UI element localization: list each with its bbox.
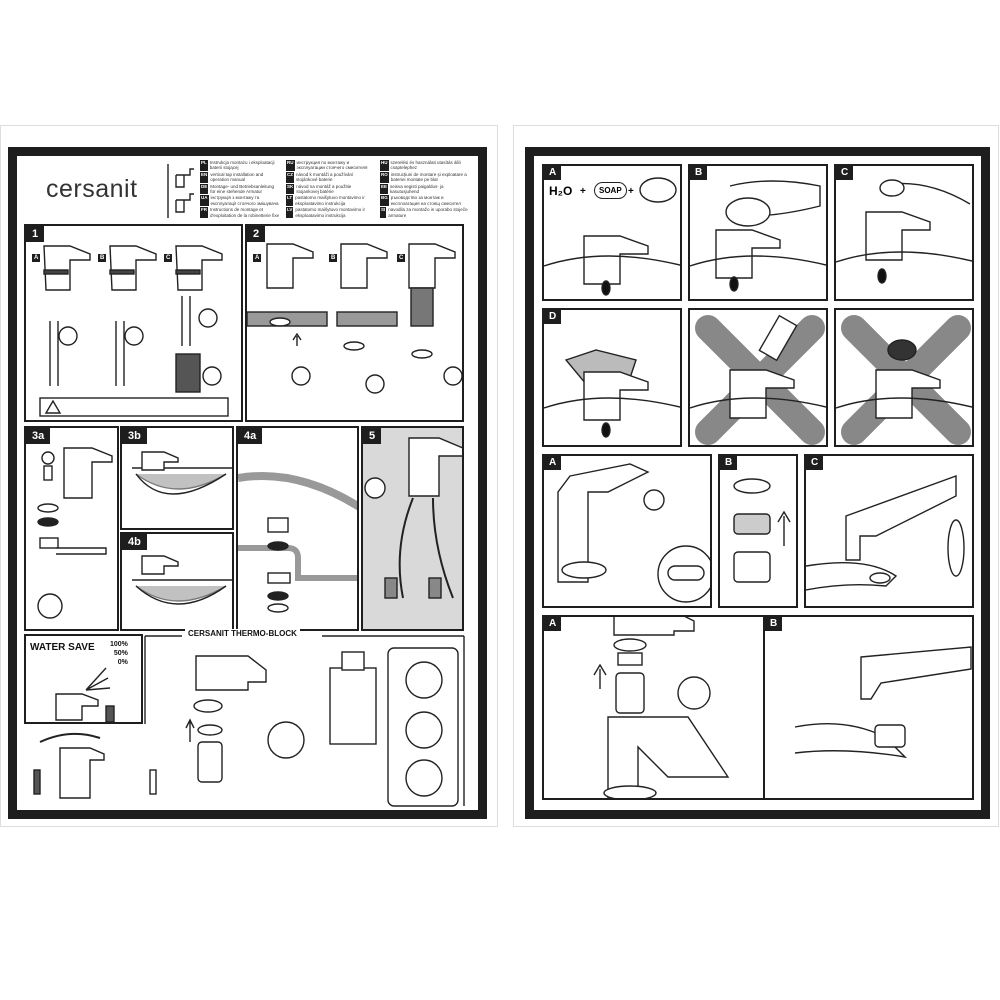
aerator-step-b-illustration [733, 478, 791, 583]
cleaning-step-d-panel: D [542, 308, 682, 447]
step-label: 3b [122, 428, 147, 444]
cleaning-step-d-illustration [544, 349, 680, 438]
step-2-illustration [247, 243, 462, 394]
water-save-illustration [55, 667, 115, 722]
h2o-label: H₂O [549, 184, 573, 198]
cleaning-step-a-illustration [544, 177, 680, 296]
step-5-panel: 5 [361, 426, 464, 631]
aerator-step-a-illustration [557, 463, 710, 603]
step-label: A [544, 166, 562, 180]
sub-label: A [32, 254, 41, 262]
cleaning-step-c-panel: C [834, 164, 974, 301]
step-3b-panel: 3b [120, 426, 234, 530]
step-2-panel: 2 A B C [245, 224, 464, 422]
water-save-panel: WATER SAVE 100% 50% 0% [24, 634, 143, 724]
water-save-label: WATER SAVE [30, 642, 95, 653]
sub-label: C [397, 254, 406, 262]
step-label: B [765, 617, 783, 631]
no-abrasive-cleaner-panel [688, 308, 828, 447]
brand-logo: cersanit [46, 175, 138, 203]
water-save-levels: 100% 50% 0% [110, 640, 128, 667]
step-label: 5 [363, 428, 382, 444]
cleaning-step-b-panel: B [688, 164, 828, 301]
no-abrasive-cleaner-illustration [690, 314, 826, 445]
plus-sign: + [628, 186, 634, 197]
step-label: A [544, 617, 562, 631]
no-scrub-brush-panel [834, 308, 974, 447]
cartridge-step-a-panel: A [542, 615, 781, 800]
step-label: C [806, 456, 824, 470]
level-100: 100% [110, 641, 128, 648]
no-scrub-brush-illustration [836, 315, 972, 445]
step-label: B [690, 166, 708, 180]
step-label: C [836, 166, 854, 180]
step-3b-illustration [132, 451, 232, 495]
sub-label: A [253, 254, 262, 262]
step-5-illustration [364, 437, 462, 599]
step-3a-illustration [37, 447, 113, 619]
aerator-step-a-panel: A [542, 454, 712, 608]
step-4a-panel: 4a [236, 426, 359, 631]
step-label: A [544, 456, 562, 470]
step-4b-panel: 4b [120, 532, 234, 631]
step-label: 4a [238, 428, 263, 444]
sub-label: B [98, 254, 107, 262]
step-4a-illustration [238, 472, 357, 613]
sub-label: C [164, 254, 173, 262]
thermo-block-title: CERSANIT THERMO-BLOCK [185, 629, 300, 638]
step-label: 3a [26, 428, 51, 444]
soap-label: SOAP [594, 182, 627, 199]
cartridge-step-b-panel: B [763, 615, 974, 800]
step-label: D [544, 310, 562, 324]
step-label: B [720, 456, 738, 470]
sub-label: B [329, 254, 338, 262]
level-0: 0% [117, 659, 128, 666]
step-label: 2 [247, 226, 266, 242]
step-label: 4b [122, 534, 147, 550]
level-50: 50% [113, 650, 128, 657]
step-label: 1 [26, 226, 45, 242]
cartridge-step-a-illustration [593, 617, 730, 798]
cleaning-step-c-illustration [836, 179, 972, 284]
step-4b-illustration [132, 555, 232, 605]
cartridge-step-b-illustration [794, 646, 972, 759]
aerator-step-c-panel: C [804, 454, 974, 608]
step-3a-panel: 3a [24, 426, 119, 631]
step-1-panel: 1 A B C [24, 224, 243, 422]
cleaning-step-a-panel: A H₂O + SOAP + [542, 164, 682, 301]
step-1-illustration [39, 245, 229, 417]
cleaning-step-b-illustration [690, 180, 826, 292]
plus-sign: + [580, 186, 586, 197]
aerator-step-b-panel: B [718, 454, 798, 608]
aerator-step-c-illustration [806, 475, 965, 591]
